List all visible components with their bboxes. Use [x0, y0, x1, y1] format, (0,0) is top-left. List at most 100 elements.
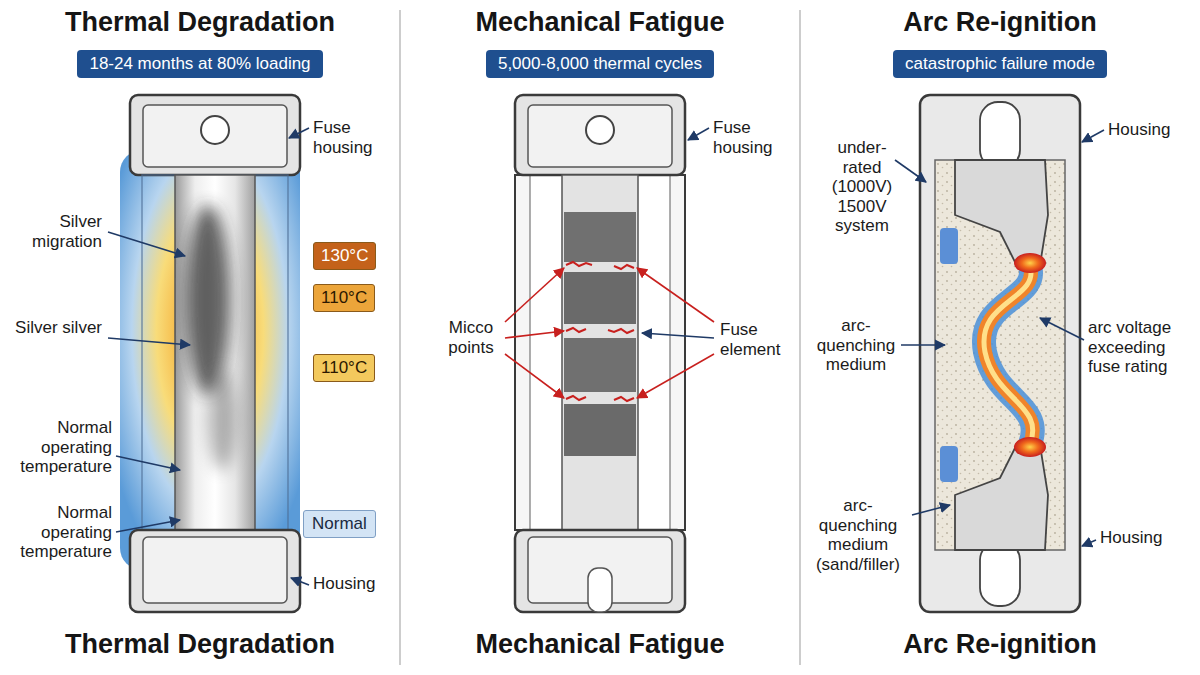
leader-line [912, 505, 950, 515]
silver-smear [186, 205, 230, 395]
leader-line [895, 160, 926, 182]
housing-wall [515, 175, 685, 530]
thermal-fuse [120, 95, 300, 612]
leader-arrow [505, 354, 564, 398]
cool-zone [940, 446, 958, 482]
leader-line [116, 456, 180, 470]
electrode [955, 442, 1048, 550]
arc-glow [984, 266, 1033, 444]
electrode [955, 160, 1048, 268]
fuse-cap [130, 95, 300, 175]
part-label: Micco points [440, 318, 502, 357]
crack [608, 329, 634, 333]
crack [614, 265, 634, 269]
hot-spot [1014, 437, 1046, 457]
arc-fuse [920, 95, 1080, 612]
part-label: Fuse housing [313, 118, 395, 157]
part-label: Housing [1100, 528, 1190, 548]
part-label: Normal operating temperature [4, 418, 112, 477]
node-text: 110°C [321, 288, 367, 308]
cap-hole [201, 116, 229, 144]
quench-filler [935, 160, 1065, 550]
fuse-cap [515, 530, 685, 612]
panel-footer: Thermal Degradation [0, 628, 400, 660]
fuse-cap-inner [528, 105, 672, 167]
arc-core [984, 266, 1033, 444]
panel-heading: Mechanical Fatigue [400, 6, 800, 38]
timeframe-badge: 18-24 months at 80% loading [77, 50, 322, 78]
part-label: arc-quenching medium (sand/filler) [806, 496, 910, 574]
part-label: arc voltage exceeding fuse rating [1088, 318, 1194, 377]
fuse-cap-inner [143, 537, 287, 603]
node-text: 110°C [321, 358, 367, 378]
leader-line [1082, 130, 1104, 142]
node-text: catastrophic failure mode [905, 54, 1095, 74]
silver-migration [186, 205, 236, 470]
leader-line [901, 344, 945, 346]
temperature-tag: 110°C [313, 354, 375, 382]
temperature-tag: 110°C [313, 284, 375, 312]
fuse-element [175, 175, 255, 530]
leader-line [688, 128, 709, 140]
heat-zone [120, 150, 300, 570]
node-text: 18-24 months at 80% loading [89, 54, 310, 74]
element-segment [564, 404, 636, 456]
panel-heading: Arc Re-ignition [800, 6, 1200, 38]
panel-heading: Thermal Degradation [0, 6, 400, 38]
leader-arrow [637, 354, 714, 398]
crack [566, 262, 592, 266]
fuse-element [562, 175, 638, 530]
panel-footer: Mechanical Fatigue [400, 628, 800, 660]
leader-lines [108, 128, 309, 585]
housing-inner [530, 175, 670, 530]
panel-divider [399, 10, 401, 665]
part-label: Fuse element [720, 320, 796, 359]
part-label: Silver migration [8, 212, 102, 251]
silver-smear [208, 370, 236, 470]
leader-arrow [505, 331, 564, 338]
element-segment [564, 272, 636, 324]
leader-line [1082, 540, 1096, 546]
failure-badge: catastrophic failure mode [893, 50, 1107, 78]
cap-slot [980, 102, 1020, 168]
part-label: under-rated (1000V) 1500V system [822, 138, 902, 236]
part-label: Normal operating temperature [4, 503, 112, 562]
arc-center [984, 266, 1033, 444]
leader-line [108, 232, 185, 256]
leader-line [289, 128, 309, 138]
fuse-housing [920, 95, 1080, 612]
element-segment [564, 212, 636, 262]
part-label: Housing [313, 574, 393, 594]
temperature-tag: Normal [303, 510, 376, 538]
crack [566, 328, 586, 332]
cycles-badge: 5,000-8,000 thermal cycles [486, 50, 714, 78]
node-text: 5,000-8,000 thermal cycles [498, 54, 702, 74]
part-label: Silver silver [8, 318, 102, 338]
cool-zone [940, 228, 958, 264]
leader-line [108, 338, 190, 345]
leader-line [1040, 318, 1084, 340]
part-label: Housing [1108, 120, 1188, 140]
crack [614, 397, 634, 401]
panel-divider [799, 10, 801, 665]
fuse-cap [515, 95, 685, 175]
housing-wall [142, 175, 288, 530]
node-text: 130°C [321, 246, 368, 266]
hot-spot [1014, 253, 1046, 273]
temperature-tag: 130°C [313, 242, 376, 270]
cap-slot [588, 568, 612, 612]
leader-line [116, 520, 180, 532]
fuse-cap [130, 530, 300, 612]
part-label: Fuse housing [713, 118, 795, 157]
leader-arrow [505, 268, 564, 322]
cap-slot [980, 542, 1020, 606]
leader-arrow [637, 268, 714, 322]
leader-line [291, 578, 309, 585]
element-segment [564, 338, 636, 392]
node-text: Normal [312, 514, 367, 534]
fatigue-fuse [515, 95, 685, 612]
part-label: arc-quenching medium [814, 316, 898, 375]
